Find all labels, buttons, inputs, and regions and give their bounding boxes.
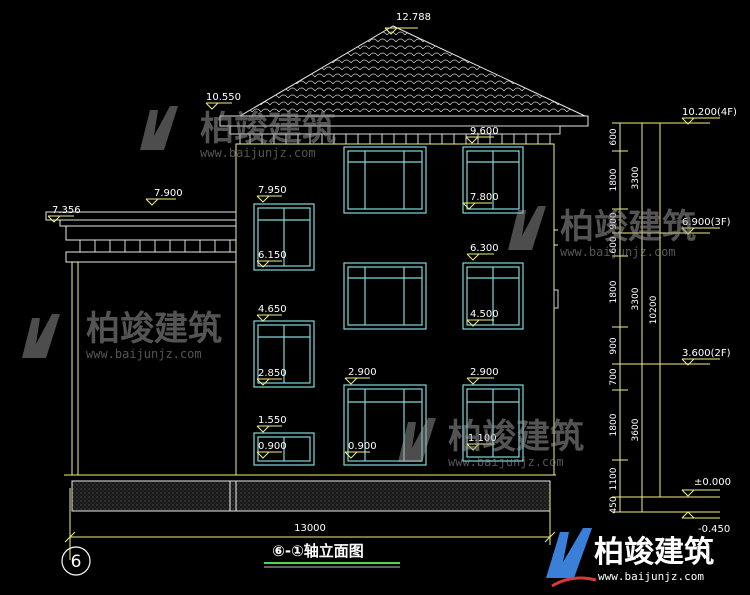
axis-bubble: 6	[61, 545, 91, 576]
mark-w-left-upper-head: 7.950	[258, 185, 287, 196]
mark-w-ground-right-sill: 1.100	[468, 433, 497, 444]
mark-w-top-right: 9.600	[470, 126, 499, 137]
window-3f-right	[462, 146, 524, 214]
dim-seg-3: 900	[609, 212, 619, 229]
dim-floor-3f: 3300	[631, 287, 641, 310]
dim-seg-5: 1800	[609, 280, 619, 303]
mark-w-left-upper-sill: 6.150	[258, 250, 287, 261]
watermark-url: www.baijunjz.com	[560, 245, 676, 259]
watermark-text: 柏竣建筑	[448, 417, 584, 457]
width-dimension	[64, 488, 556, 545]
title-text: ⑥-①轴立面图	[272, 542, 364, 560]
window-left-low	[253, 432, 315, 466]
window-2f-right	[462, 262, 524, 330]
elevation-marks	[47, 27, 494, 459]
mark-w-left-low-head: 1.550	[258, 415, 287, 426]
drawing-title: ⑥-①轴立面图	[264, 542, 400, 568]
mark-left-roof: 7.900	[154, 188, 183, 199]
brand-icon	[546, 528, 597, 588]
mark-w-mid-right-sill: 4.500	[470, 309, 499, 320]
watermark-4: 柏竣建筑 www.baijunjz.com	[398, 417, 584, 469]
dim-seg-10: 450	[609, 496, 619, 513]
mark-left-parapet: 7.356	[52, 205, 81, 216]
watermark-url: www.baijunjz.com	[448, 455, 564, 469]
mark-w-ground-right-head: 2.900	[470, 367, 499, 378]
ground-band	[64, 474, 556, 512]
watermark-text: 柏竣建筑	[86, 309, 222, 349]
brand-url: www.baijunjz.com	[598, 570, 704, 583]
watermark-logo-icon	[140, 106, 178, 150]
level-3f: 6.900(3F)	[682, 217, 731, 228]
windows	[253, 146, 524, 466]
width-label: 13000	[294, 523, 326, 534]
mark-w-ground-center-head: 2.900	[348, 367, 377, 378]
dim-floor-2f: 3600	[631, 418, 641, 441]
dim-seg-9: 1100	[609, 467, 619, 490]
mark-eave: 10.550	[206, 92, 241, 103]
watermark-2: 柏竣建筑 www.baijunjz.com	[508, 206, 696, 259]
mark-w-top-right-sill: 7.800	[470, 192, 499, 203]
window-2f-center	[343, 262, 427, 330]
dimension-labels: 600 1800 900 600 1800 900 700 1800 1100 …	[609, 128, 659, 513]
dim-seg-1: 600	[609, 128, 619, 145]
dim-floor-4f: 3300	[631, 166, 641, 189]
window-left-mid	[253, 320, 315, 388]
level-base: -0.450	[698, 524, 730, 535]
mark-w-left-mid-head: 4.650	[258, 304, 287, 315]
mark-w-ground-center-sill: 0.900	[348, 441, 377, 452]
window-3f-center	[343, 146, 427, 214]
dim-seg-7: 700	[609, 368, 619, 385]
mark-w-left-mid-sill: 2.850	[258, 368, 287, 379]
mark-w-left-low-sill: 0.900	[258, 441, 287, 452]
watermark-1: 柏竣建筑 www.baijunjz.com	[140, 106, 336, 160]
watermark-logo-icon	[508, 206, 546, 250]
mark-w-mid-right-head: 6.300	[470, 243, 499, 254]
hip-roof	[219, 25, 589, 144]
dimension-chain	[612, 117, 720, 519]
window-left-upper	[253, 203, 315, 271]
watermark-url: www.baijunjz.com	[200, 146, 316, 160]
dim-seg-6: 900	[609, 337, 619, 354]
level-ground: ±0.000	[694, 477, 731, 488]
mark-ridge: 12.788	[396, 12, 431, 23]
brand-logo: 柏竣建筑 www.baijunjz.com	[546, 528, 714, 588]
axis-number: 6	[71, 552, 82, 572]
watermark-text: 柏竣建筑	[560, 207, 696, 247]
level-labels: 10.200(4F) 6.900(3F) 3.600(2F) ±0.000 -0…	[682, 107, 737, 535]
level-2f: 3.600(2F)	[682, 348, 731, 359]
window-1f-right	[462, 384, 524, 462]
dim-total: 10200	[649, 295, 659, 324]
dim-seg-8: 1800	[609, 413, 619, 436]
elevation-labels: 12.788 10.550 7.900 7.356 9.600 7.800 7.…	[52, 12, 499, 452]
dim-seg-4: 600	[609, 236, 619, 253]
dim-seg-2: 1800	[609, 168, 619, 191]
watermark-logo-icon	[22, 314, 60, 358]
watermark-text: 柏竣建筑	[200, 109, 336, 149]
level-4f: 10.200(4F)	[682, 107, 737, 118]
watermark-url: www.baijunjz.com	[86, 347, 202, 361]
left-wing	[45, 211, 237, 475]
watermark-3: 柏竣建筑 www.baijunjz.com	[22, 309, 222, 361]
watermark-logo-icon	[398, 418, 436, 462]
brand-text: 柏竣建筑	[594, 535, 714, 570]
